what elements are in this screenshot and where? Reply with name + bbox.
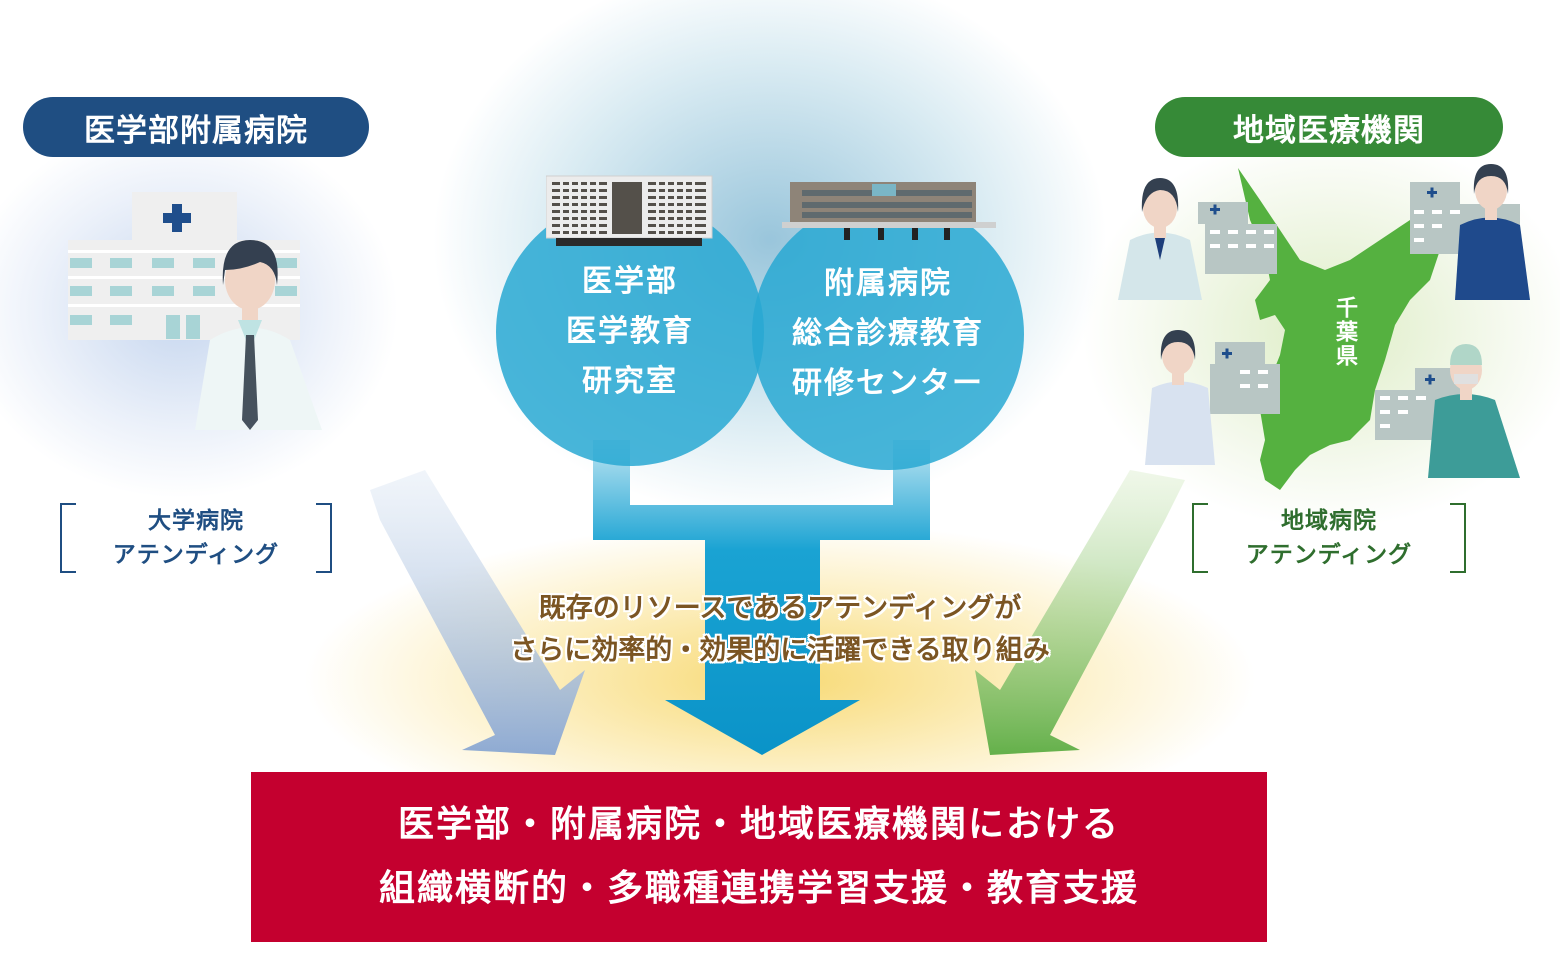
chiba-map-shape [1238, 168, 1440, 490]
female-doctor-figure [1118, 178, 1202, 300]
clinic-building-1 [1198, 202, 1277, 274]
hospital-building-icon [782, 182, 996, 240]
scrubs-staff-figure [1455, 164, 1530, 300]
right-group-title: 地域医療機関 [1155, 97, 1503, 157]
surgeon-figure [1428, 344, 1520, 478]
right-group-title-text: 地域医療機関 [1233, 112, 1425, 149]
right-bracket [316, 503, 332, 573]
nurse-figure [1145, 330, 1215, 465]
left-bracket [60, 503, 76, 573]
circle-general-medicine-center: 附属病院 総合診療教育 研修センター [752, 198, 1024, 470]
right-arrow [975, 470, 1185, 755]
chiba-map-illustration [1118, 164, 1530, 490]
circle-right-line2: 総合診療教育 [792, 316, 984, 351]
left-arrow [370, 470, 585, 755]
goal-line1: 医学部・附属病院・地域医療機関における [397, 804, 1120, 845]
message-line2: さらに効率的・効果的に活躍できる取り組み [510, 635, 1050, 666]
circle-left-line3: 研究室 [582, 364, 678, 399]
center-arrow [593, 440, 930, 755]
medical-school-building-icon [546, 175, 713, 246]
hospital-doctor-illustration [68, 192, 322, 430]
goal-line2: 組織横断的・多職種連携学習支援・教育支援 [378, 868, 1139, 909]
initiative-message: 既存のリソースであるアテンディングが さらに効率的・効果的に活躍できる取り組み [400, 588, 1160, 672]
left-role-line1: 大学病院 [148, 508, 244, 534]
circle-left-line1: 医学部 [582, 264, 678, 299]
circle-left-line2: 医学教育 [566, 314, 694, 349]
left-group-title: 医学部附属病院 [23, 97, 369, 157]
left-bracket [1192, 503, 1208, 573]
message-line1: 既存のリソースであるアテンディングが [538, 593, 1022, 624]
right-role-line1: 地域病院 [1281, 508, 1377, 534]
right-role-label: 地域病院 アテンディング [1192, 503, 1466, 573]
clinic-building-3 [1210, 342, 1280, 414]
chiba-prefecture-label: 千葉県 [1332, 296, 1357, 368]
left-group-title-text: 医学部附属病院 [84, 112, 308, 149]
right-bracket [1450, 503, 1466, 573]
left-role-line2: アテンディング [112, 542, 280, 568]
right-role-line2: アテンディング [1245, 542, 1413, 568]
circle-right-line3: 研修センター [792, 366, 984, 401]
circle-right-line1: 附属病院 [824, 266, 952, 301]
left-role-label: 大学病院 アテンディング [60, 503, 332, 573]
goal-banner: 医学部・附属病院・地域医療機関における 組織横断的・多職種連携学習支援・教育支援 [251, 772, 1267, 942]
